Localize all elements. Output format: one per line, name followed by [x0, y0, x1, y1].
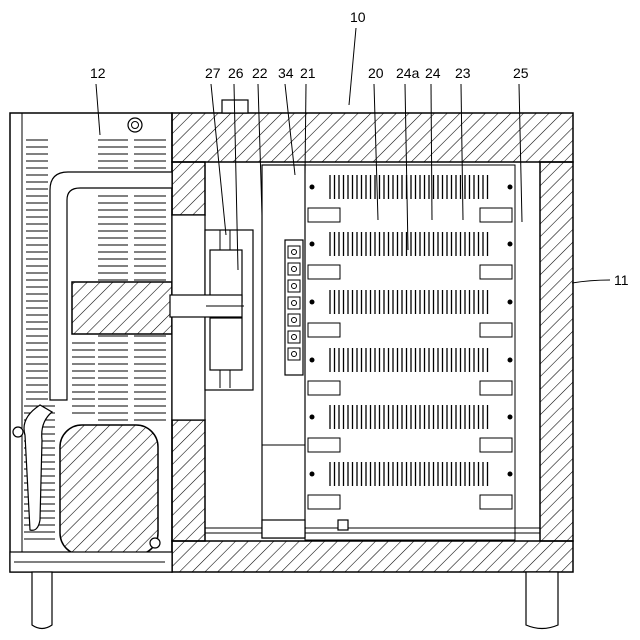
shelf-screw: [310, 358, 315, 363]
shelf-screw: [508, 300, 513, 305]
terminal-box: [288, 280, 300, 292]
shelf-screw: [310, 300, 315, 305]
shelf-screw: [508, 358, 513, 363]
label-side-wall: 11: [614, 272, 629, 288]
shelf-screw: [508, 415, 513, 420]
shelf-area: [305, 165, 515, 540]
terminal-box: [288, 314, 300, 326]
label-duct-plate: 22: [252, 65, 268, 81]
machine-room: [10, 113, 172, 572]
label-evaporator: 27: [205, 65, 221, 81]
label-connector-board: 34: [278, 65, 294, 81]
label-cabinet: 10: [350, 9, 366, 25]
shelf-bracket-left: [308, 438, 340, 452]
label-fan-shroud: 21: [300, 65, 316, 81]
terminal-box: [288, 348, 300, 360]
label-fan: 26: [228, 65, 244, 81]
label-shelf-rail: 24: [425, 65, 441, 81]
shelf-screw: [508, 242, 513, 247]
label-storage-chamber: 20: [368, 65, 384, 81]
shelf-screw: [310, 472, 315, 477]
connector-terminals: [288, 246, 300, 360]
feet: [32, 572, 558, 629]
terminal-box: [288, 246, 300, 258]
shelf-screw: [508, 472, 513, 477]
shelf-bracket-left: [308, 381, 340, 395]
shelf-screw: [310, 185, 315, 190]
shelf-bracket-left: [308, 208, 340, 222]
label-machine-room: 12: [90, 65, 106, 81]
terminal-box: [288, 297, 300, 309]
label-rear-rail: 25: [513, 65, 529, 81]
shelf-bracket-right: [480, 495, 512, 509]
shelf-screw: [310, 242, 315, 247]
shelf-bracket-right: [480, 265, 512, 279]
shelf-bracket-right: [480, 438, 512, 452]
shelf-screw: [508, 185, 513, 190]
shelf-bracket-right: [480, 381, 512, 395]
terminal-box: [288, 263, 300, 275]
shelf-rows: [308, 175, 513, 509]
shelf-bracket-left: [308, 265, 340, 279]
duct-and-connector: [262, 165, 305, 538]
label-shelf-rail-slot: 24a: [396, 65, 420, 81]
shelf-bracket-right: [480, 323, 512, 337]
shelf-bracket-right: [480, 208, 512, 222]
fan-evaporator-assembly: [170, 215, 253, 420]
label-shelf-panel: 23: [455, 65, 471, 81]
terminal-box: [288, 331, 300, 343]
shelf-bracket-left: [308, 495, 340, 509]
shelf-screw: [310, 415, 315, 420]
shelf-bracket-left: [308, 323, 340, 337]
